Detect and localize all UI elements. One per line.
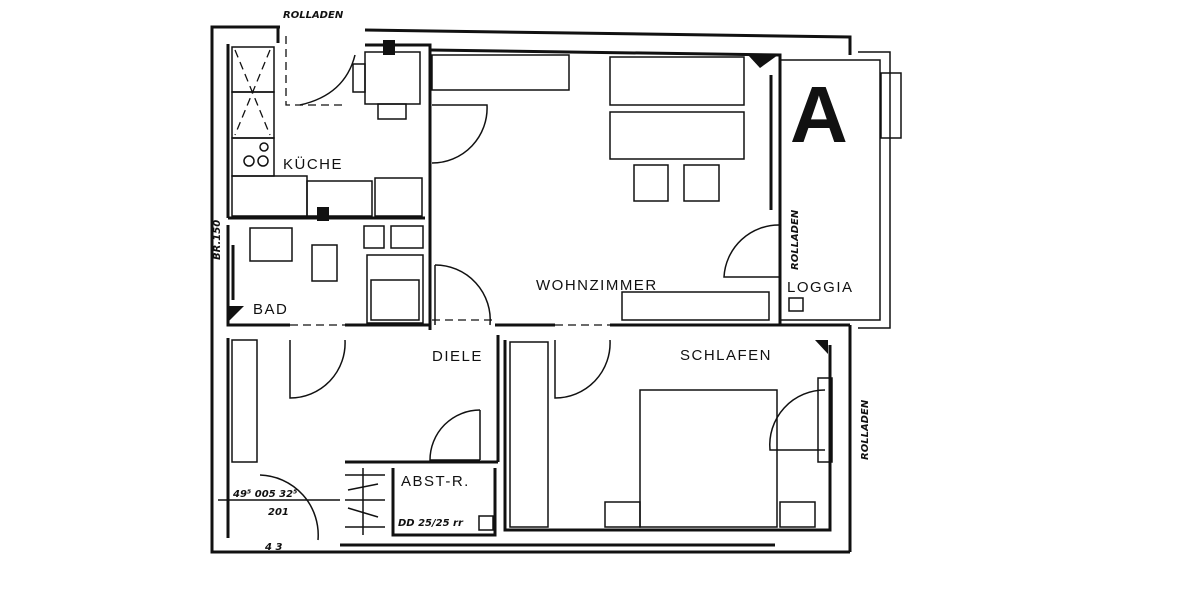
room-label-loggia: LOGGIA (787, 279, 854, 296)
annotation-shutter-top: ROLLADEN (283, 10, 344, 21)
annotation-dims: 49⁵ 005 32⁵ (232, 489, 297, 500)
annotation-shutter-bedroom: ROLLADEN (860, 399, 871, 460)
annotation-shutter-loggia: ROLLADEN (790, 209, 801, 270)
annotation-steps: 4 3 (264, 542, 282, 553)
living-furniture (431, 54, 804, 321)
annotation-stair: 201 (268, 507, 289, 518)
room-label-storage: ABST-R. (401, 473, 470, 490)
room-label-hall: DIELE (432, 348, 483, 365)
apartment-letter: A (790, 70, 848, 159)
room-label-bedroom: SCHLAFEN (680, 347, 772, 364)
kitchen-fixtures (231, 36, 423, 221)
bath-fixtures (228, 225, 424, 324)
annotation-storage: DD 25/25 rr (398, 518, 464, 529)
hall-fixtures (218, 339, 494, 535)
loggia-railing (780, 51, 902, 329)
room-label-living: WOHNZIMMER (536, 277, 658, 294)
room-label-bath: BAD (253, 301, 288, 318)
bedroom-furniture (509, 340, 833, 528)
room-label-kitchen: KÜCHE (283, 155, 343, 173)
outer-walls (210, 25, 852, 554)
annotation-window: BR.150 (212, 220, 223, 260)
doors (259, 104, 826, 541)
